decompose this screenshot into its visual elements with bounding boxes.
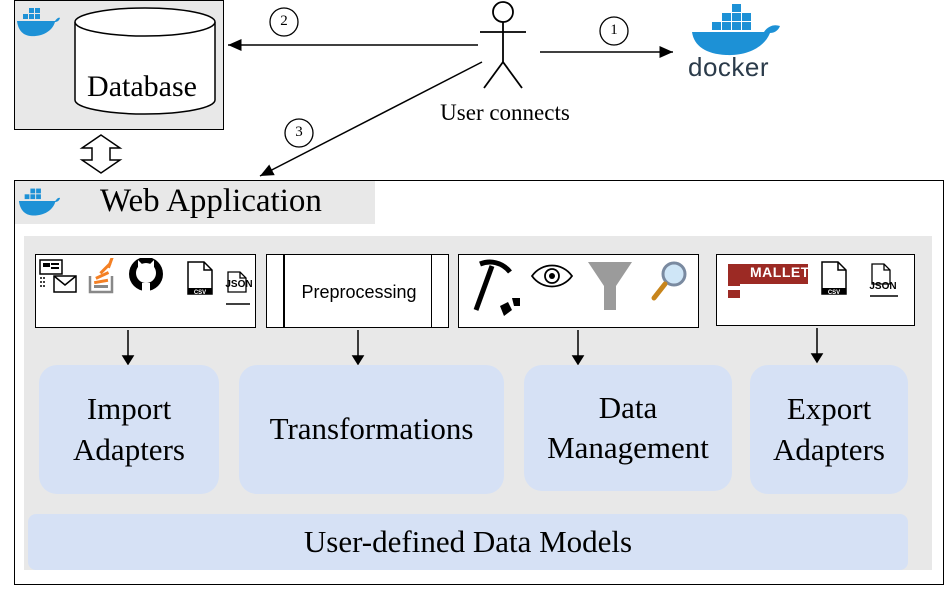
module-line-1: Import (86, 391, 172, 427)
preprocessing-label: Preprocessing (301, 282, 417, 302)
docker-wordmark: docker (688, 52, 770, 82)
step-2-label: 2 (280, 13, 288, 29)
user-connects-label: User connects (440, 100, 570, 125)
web-application-header (15, 181, 375, 224)
step-2-badge (269, 7, 299, 37)
csv-file-icon (821, 261, 847, 295)
step-3-arrow (259, 61, 483, 177)
module-label: Transformations (269, 411, 474, 447)
bidirectional-arrow-icon (79, 134, 123, 174)
json-file-icon (870, 263, 898, 297)
mallet-logo-text: MALLET (750, 264, 810, 280)
export-icons-group (728, 261, 898, 298)
module-line-2: Adapters (73, 431, 185, 467)
database-label: Database (87, 70, 197, 103)
stackoverflow-icon (88, 258, 114, 294)
module-line-1: Data (598, 389, 658, 425)
module-line-2: Adapters (773, 431, 885, 467)
step-3-badge (284, 118, 314, 148)
magnifier-icon (651, 261, 687, 301)
import-icons-group (39, 258, 250, 305)
step-1-badge (599, 16, 629, 46)
step-1-label: 1 (610, 22, 618, 38)
email-icon (39, 259, 77, 293)
module-line-1: Export (786, 391, 872, 427)
web-application-title: Web Application (100, 183, 322, 219)
docker-logo-icon (692, 4, 780, 56)
json-badge-text: JSON (225, 279, 253, 290)
github-icon (129, 258, 163, 291)
database-cylinder-icon (74, 7, 216, 115)
preprocessing-box (266, 254, 449, 328)
docker-whale-icon (18, 188, 61, 216)
user-defined-data-models-bar: User-defined Data Models (28, 514, 908, 570)
transformations-module: Transformations (239, 365, 504, 494)
user-figure-icon (480, 1, 526, 89)
mallet-logo (728, 264, 808, 298)
csv-badge-text: CSV (827, 290, 841, 296)
csv-file-icon (187, 261, 213, 295)
module-line-2: Management (547, 430, 709, 465)
pickaxe-icon (473, 259, 520, 316)
eye-icon (530, 264, 574, 288)
docker-whale-icon (17, 8, 60, 37)
models-label: User-defined Data Models (303, 524, 633, 559)
json-file-icon (226, 271, 250, 305)
csv-badge-text: CSV (193, 290, 207, 296)
filter-icon (588, 262, 632, 310)
json-badge-text: JSON (869, 281, 897, 292)
management-icons-group (473, 259, 687, 316)
step-3-label: 3 (295, 124, 303, 140)
